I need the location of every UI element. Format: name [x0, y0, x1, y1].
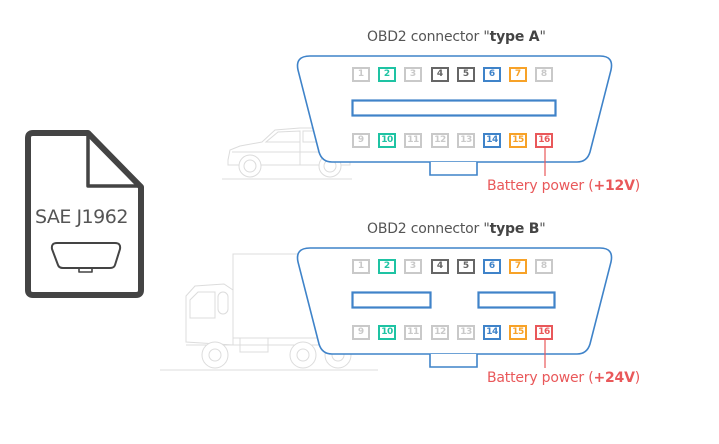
connector-a-pin-5: 5	[457, 67, 475, 82]
connector-a-pin-13: 13	[457, 133, 475, 148]
connector-a-slot	[351, 99, 557, 117]
connector-b-pin-15: 15	[509, 325, 527, 340]
connector-a-pin-1: 1	[352, 67, 370, 82]
connector-b-title-suffix: "	[539, 221, 546, 237]
connector-b-pin-11: 11	[404, 325, 422, 340]
document-icon	[25, 130, 144, 298]
connector-a-pin-7: 7	[509, 67, 527, 82]
connector-b-slot-left	[351, 291, 432, 309]
connector-b-pin-13: 13	[457, 325, 475, 340]
connector-b-pin-5: 5	[457, 259, 475, 274]
connector-b-pin-6: 6	[483, 259, 501, 274]
connector-a-battery-prefix: Battery power (	[487, 178, 594, 194]
connector-a-pin-6: 6	[483, 67, 501, 82]
connector-b-title-type: type B	[489, 221, 540, 237]
connector-b-pin-2: 2	[378, 259, 396, 274]
connector-a-pin-14: 14	[483, 133, 501, 148]
connector-b-pin-7: 7	[509, 259, 527, 274]
connector-a-shell	[296, 55, 613, 176]
connector-b-battery-label: Battery power (+24V)	[487, 370, 640, 386]
connector-b-title-prefix: OBD2 connector "	[367, 221, 490, 237]
connector-b-pin-9: 9	[352, 325, 370, 340]
connector-a-pin-15: 15	[509, 133, 527, 148]
connector-a-battery-voltage: +12V	[593, 178, 635, 194]
connector-b-pin-12: 12	[431, 325, 449, 340]
connector-a-title-prefix: OBD2 connector "	[367, 29, 490, 45]
connector-b-battery-prefix: Battery power (	[487, 370, 594, 386]
connector-a-pin-4: 4	[431, 67, 449, 82]
connector-b-shell	[296, 247, 613, 368]
connector-b-pin-3: 3	[404, 259, 422, 274]
connector-a-title-type: type A	[489, 29, 540, 45]
connector-b-key-tab	[429, 354, 478, 368]
connector-b-slot-right	[477, 291, 556, 309]
connector-a-pin-16: 16	[535, 133, 553, 148]
connector-a-pin-9: 9	[352, 133, 370, 148]
connector-a-title: OBD2 connector "type A"	[367, 29, 546, 45]
connector-a-title-suffix: "	[539, 29, 546, 45]
connector-b-title: OBD2 connector "type B"	[367, 221, 546, 237]
connector-b-pin-16: 16	[535, 325, 553, 340]
connector-a-pin-2: 2	[378, 67, 396, 82]
document-label: SAE J1962	[35, 206, 128, 228]
connector-glyph-icon	[50, 242, 122, 273]
connector-a-pin-12: 12	[431, 133, 449, 148]
connector-b-battery-voltage: +24V	[593, 370, 635, 386]
connector-a-battery-label: Battery power (+12V)	[487, 178, 640, 194]
connector-a-pin-3: 3	[404, 67, 422, 82]
connector-b-pin-1: 1	[352, 259, 370, 274]
connector-a-pin-8: 8	[535, 67, 553, 82]
connector-b-pin-14: 14	[483, 325, 501, 340]
connector-a-pin-10: 10	[378, 133, 396, 148]
connector-a-key-tab	[429, 162, 478, 176]
connector-b-battery-suffix: )	[634, 370, 640, 386]
connector-b-pin-10: 10	[378, 325, 396, 340]
connector-a-battery-suffix: )	[634, 178, 640, 194]
connector-b-pin-4: 4	[431, 259, 449, 274]
connector-b-pin-8: 8	[535, 259, 553, 274]
connector-a-pin-11: 11	[404, 133, 422, 148]
